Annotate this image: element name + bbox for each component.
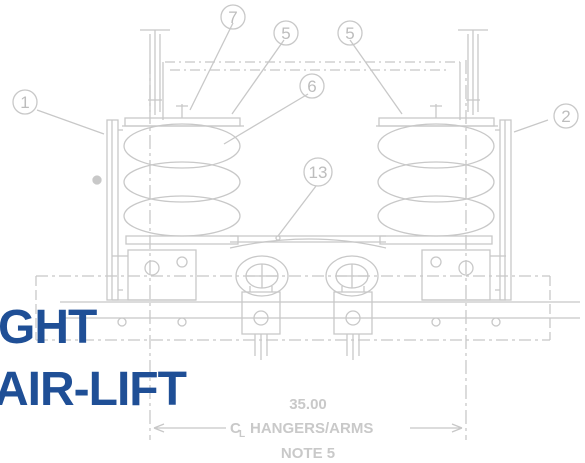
- dimension-label: HANGERS/ARMS: [250, 420, 373, 437]
- centerline-symbol: C: [230, 420, 241, 437]
- right-bracket: [495, 119, 512, 301]
- callout-2-circle: [553, 103, 579, 129]
- callout-5a-circle: [273, 20, 299, 46]
- lower-frame: [35, 275, 580, 341]
- left-lower-mount: [112, 249, 197, 327]
- cross-bar: [229, 235, 387, 249]
- callout-5a: 5: [281, 24, 290, 43]
- right-lower-mount: [421, 249, 506, 327]
- callout-13-circle: [303, 157, 333, 187]
- callout-7-circle: [220, 4, 246, 30]
- callout-13: 13: [309, 163, 328, 182]
- right-top-post: [458, 29, 488, 115]
- right-air-spring: [376, 104, 498, 245]
- overlay-text-line2: AIR-LIFT: [0, 363, 187, 416]
- callout-1-circle: [12, 89, 38, 115]
- callout-5b: 5: [345, 24, 354, 43]
- left-air-spring: [122, 104, 244, 245]
- callout-5b-circle: [337, 20, 363, 46]
- callout-6-circle: [299, 73, 325, 99]
- centerline-sub: L: [239, 429, 245, 440]
- callout-1: 1: [20, 93, 29, 112]
- left-top-post: [140, 29, 170, 115]
- right-hub: [325, 255, 379, 297]
- left-hub: [235, 255, 289, 297]
- dimension-note: NOTE 5: [281, 445, 335, 462]
- dimension-value: 35.00: [289, 396, 327, 413]
- left-valve: [241, 286, 281, 360]
- callout-7: 7: [228, 8, 237, 27]
- right-valve: [333, 286, 373, 360]
- left-bracket: [106, 119, 123, 301]
- callout-6: 6: [307, 77, 316, 96]
- callout-2: 2: [561, 107, 570, 126]
- overlay-text-line1: GHT: [0, 301, 97, 354]
